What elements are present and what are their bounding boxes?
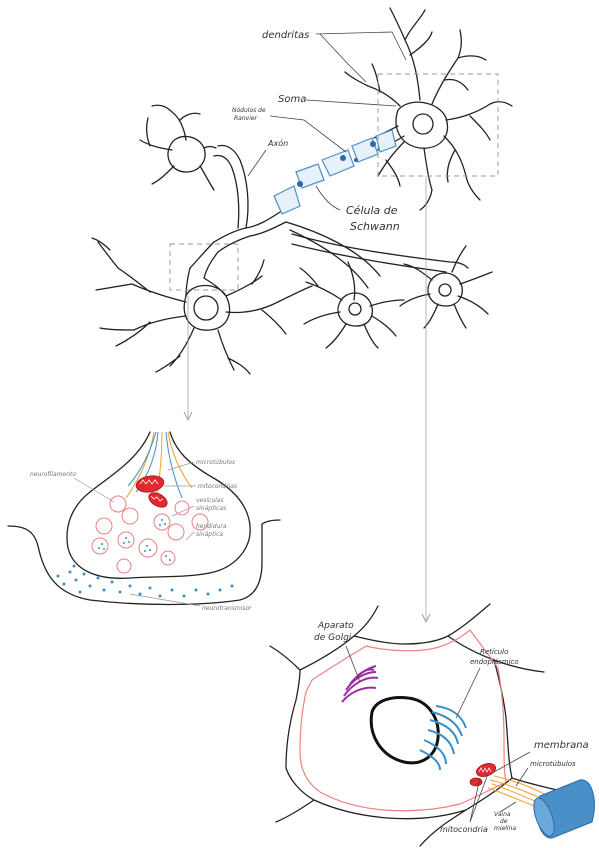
label-mitocondria: mitocondria bbox=[440, 825, 488, 834]
main-neuron bbox=[344, 7, 513, 211]
vesicle-contents bbox=[98, 519, 171, 561]
neuron-network: dendritas Soma Nódulos de Ranvier Axón C… bbox=[91, 7, 513, 624]
synapse-mitochondria bbox=[135, 475, 168, 508]
label-neurotransmisor: neurotransmisor bbox=[202, 605, 252, 612]
label-reticulo-line2: endoplásmico bbox=[470, 658, 519, 666]
left-small-neuron bbox=[139, 104, 217, 191]
zoom-arrows bbox=[183, 176, 431, 624]
label-axon: Axón bbox=[267, 138, 288, 148]
label-ranvier-line1: Nódulos de bbox=[232, 107, 266, 114]
soma-mitochondria bbox=[469, 763, 497, 787]
soma-leaders bbox=[345, 645, 531, 823]
lower-left-neuron bbox=[91, 237, 313, 375]
axon bbox=[189, 144, 469, 301]
synapse-leaders bbox=[73, 461, 201, 607]
label-hendidura-line2: sináptica bbox=[196, 531, 223, 538]
label-soma: Soma bbox=[278, 94, 306, 105]
label-hendidura-line1: hendidura bbox=[196, 523, 227, 530]
soma-zoom: Aparato de Golgi Retículo endoplásmico m… bbox=[269, 603, 595, 847]
label-ranvier-line2: Ranvier bbox=[234, 115, 258, 122]
endoplasmic-reticulum bbox=[419, 705, 467, 771]
label-golgi-line2: de Golgi bbox=[314, 633, 352, 643]
label-vesiculas-line1: vesículas bbox=[196, 497, 224, 504]
synapse-microtubules bbox=[125, 431, 193, 501]
lower-right-neuron bbox=[399, 245, 493, 329]
neurotransmitter-dots bbox=[56, 564, 234, 598]
label-reticulo-line1: Retículo bbox=[480, 648, 508, 656]
presynaptic-terminal bbox=[66, 431, 251, 579]
golgi-apparatus bbox=[341, 665, 379, 703]
label-vaina-line3: mielina bbox=[494, 825, 516, 832]
postsynaptic-membrane bbox=[7, 519, 281, 606]
label-microtubulos-soma: microtúbulos bbox=[530, 760, 576, 768]
label-vaina-line1: Vaina bbox=[494, 811, 511, 818]
label-vesiculas-line2: sinápticas bbox=[196, 505, 226, 512]
label-vaina-line2: de bbox=[500, 818, 508, 825]
soma-nucleus bbox=[369, 696, 440, 765]
top-label-leaders bbox=[247, 31, 407, 211]
main-neuron-nucleus bbox=[412, 113, 434, 135]
label-mitocondrias: mitocondrias bbox=[198, 483, 237, 490]
lower-middle-neuron bbox=[299, 267, 405, 349]
soma-myelin-sheath bbox=[533, 779, 595, 839]
myelin-sheath bbox=[273, 129, 397, 215]
label-microtubulos: microtúbulos bbox=[196, 459, 235, 466]
label-schwann-line1: Célula de bbox=[346, 204, 398, 217]
label-neurofilamento: neurofilamento bbox=[30, 471, 76, 478]
label-golgi-line1: Aparato bbox=[317, 621, 354, 631]
label-membrana: membrana bbox=[534, 740, 589, 751]
synaptic-vesicles bbox=[91, 495, 209, 574]
synapse-zoom: microtúbulos neurofilamento mitocondrias… bbox=[7, 431, 281, 612]
soma-membrane bbox=[299, 629, 507, 812]
label-schwann-line2: Schwann bbox=[350, 220, 400, 233]
label-dendritas: dendritas bbox=[262, 30, 309, 41]
zoom-box-synapse bbox=[169, 243, 239, 291]
